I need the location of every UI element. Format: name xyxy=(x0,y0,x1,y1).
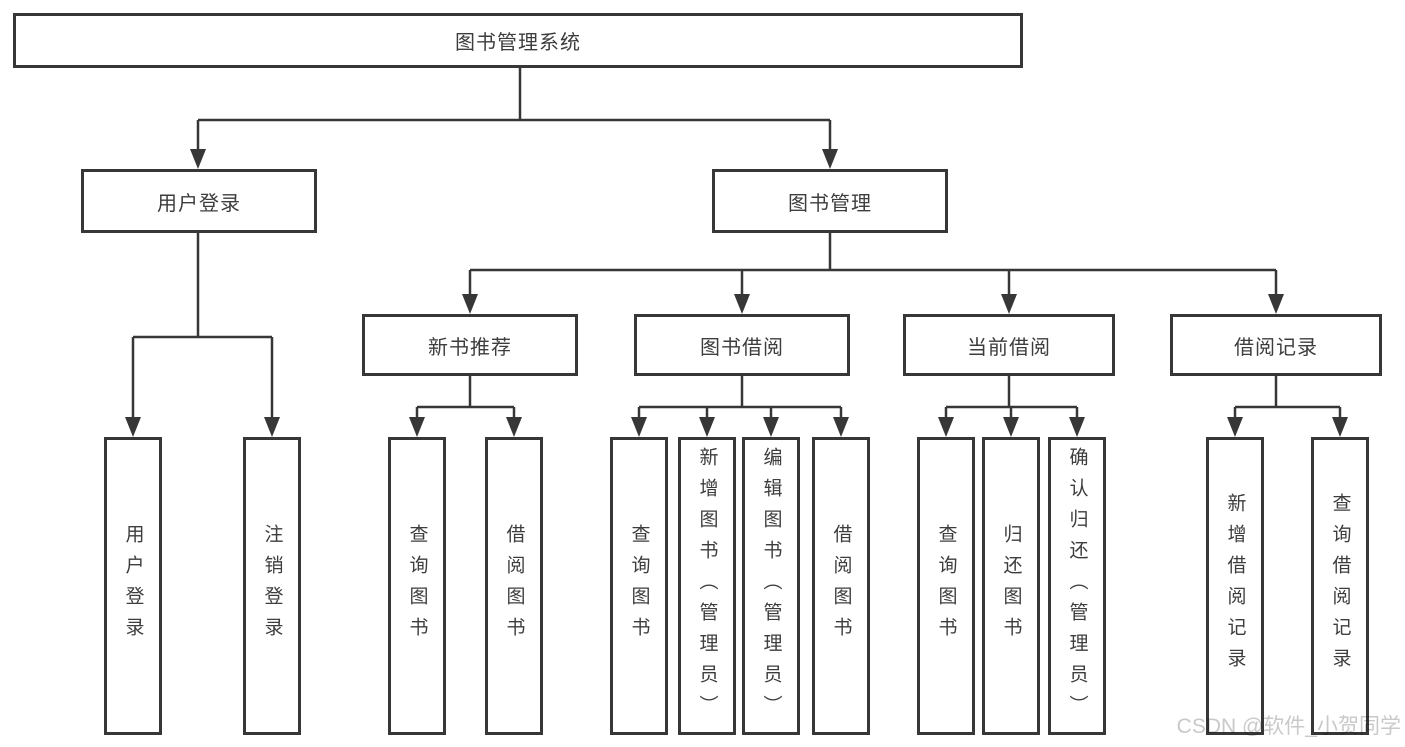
csdn-watermark: CSDN @软件_小贺同学 xyxy=(1176,715,1401,738)
leaf-logout-login: 注销登录 xyxy=(243,437,301,735)
leaf-user-login: 用户登录 xyxy=(104,437,162,735)
connector-records-to-leaves xyxy=(1227,376,1348,437)
node-library-management-system: 图书管理系统 xyxy=(13,13,1023,68)
leaf-label: 用户登录 xyxy=(122,524,144,648)
arrow-down-icon xyxy=(264,417,280,437)
leaf-label: 查询图书 xyxy=(628,524,650,648)
leaf-borrow-books-borrowing: 借阅图书 xyxy=(812,437,870,735)
leaf-borrow-books-recommend: 借阅图书 xyxy=(485,437,543,735)
connector-login-to-leaves xyxy=(125,233,280,437)
leaf-query-books-borrowing: 查询图书 xyxy=(610,437,668,735)
connector-root-to-branches xyxy=(190,68,838,169)
node-label: 图书管理 xyxy=(788,192,872,215)
leaf-confirm-return-admin: 确认归还（管理员） xyxy=(1048,437,1106,735)
leaf-query-borrow-record: 查询借阅记录 xyxy=(1311,437,1369,735)
leaf-label: 确认归还（管理员） xyxy=(1066,446,1088,726)
arrow-down-icon xyxy=(190,149,206,169)
connector-mgmt-to-children xyxy=(462,233,1284,314)
leaf-label: 查询图书 xyxy=(406,524,428,648)
arrow-down-icon xyxy=(1001,294,1017,314)
node-label: 借阅记录 xyxy=(1234,336,1318,359)
arrow-down-icon xyxy=(763,417,779,437)
arrow-down-icon xyxy=(506,417,522,437)
leaf-label: 编辑图书（管理员） xyxy=(760,446,782,726)
leaf-query-books-recommend: 查询图书 xyxy=(388,437,446,735)
arrow-down-icon xyxy=(1332,417,1348,437)
node-label: 新书推荐 xyxy=(428,336,512,359)
leaf-label: 借阅图书 xyxy=(503,524,525,648)
node-book-borrowing: 图书借阅 xyxy=(634,314,850,376)
node-user-login-branch: 用户登录 xyxy=(81,169,317,233)
leaf-label: 新增借阅记录 xyxy=(1224,493,1246,679)
arrow-down-icon xyxy=(734,294,750,314)
connector-recommend-to-leaves xyxy=(409,376,522,437)
arrow-down-icon xyxy=(822,149,838,169)
leaf-label: 新增图书（管理员） xyxy=(696,446,718,726)
arrow-down-icon xyxy=(1227,417,1243,437)
connector-borrowing-to-leaves xyxy=(631,376,849,437)
arrow-down-icon xyxy=(1268,294,1284,314)
node-current-borrowing: 当前借阅 xyxy=(903,314,1115,376)
node-label: 当前借阅 xyxy=(967,336,1051,359)
leaf-label: 查询借阅记录 xyxy=(1329,493,1351,679)
arrow-down-icon xyxy=(125,417,141,437)
leaf-label: 注销登录 xyxy=(261,524,283,648)
leaf-add-borrow-record: 新增借阅记录 xyxy=(1206,437,1264,735)
leaf-edit-books-admin: 编辑图书（管理员） xyxy=(742,437,800,735)
arrow-down-icon xyxy=(631,417,647,437)
node-borrowing-records: 借阅记录 xyxy=(1170,314,1382,376)
arrow-down-icon xyxy=(1069,417,1085,437)
node-label: 用户登录 xyxy=(157,192,241,215)
leaf-add-books-admin: 新增图书（管理员） xyxy=(678,437,736,735)
arrow-down-icon xyxy=(409,417,425,437)
leaf-label: 借阅图书 xyxy=(830,524,852,648)
arrow-down-icon xyxy=(462,294,478,314)
node-label: 图书借阅 xyxy=(700,336,784,359)
leaf-query-books-current: 查询图书 xyxy=(917,437,975,735)
arrow-down-icon xyxy=(938,417,954,437)
node-book-management-branch: 图书管理 xyxy=(712,169,948,233)
leaf-label: 查询图书 xyxy=(935,524,957,648)
node-label: 图书管理系统 xyxy=(455,32,581,54)
arrow-down-icon xyxy=(833,417,849,437)
leaf-return-books: 归还图书 xyxy=(982,437,1040,735)
arrow-down-icon xyxy=(1003,417,1019,437)
leaf-label: 归还图书 xyxy=(1000,524,1022,648)
arrow-down-icon xyxy=(699,417,715,437)
node-new-book-recommendation: 新书推荐 xyxy=(362,314,578,376)
connector-current-to-leaves xyxy=(938,376,1085,437)
